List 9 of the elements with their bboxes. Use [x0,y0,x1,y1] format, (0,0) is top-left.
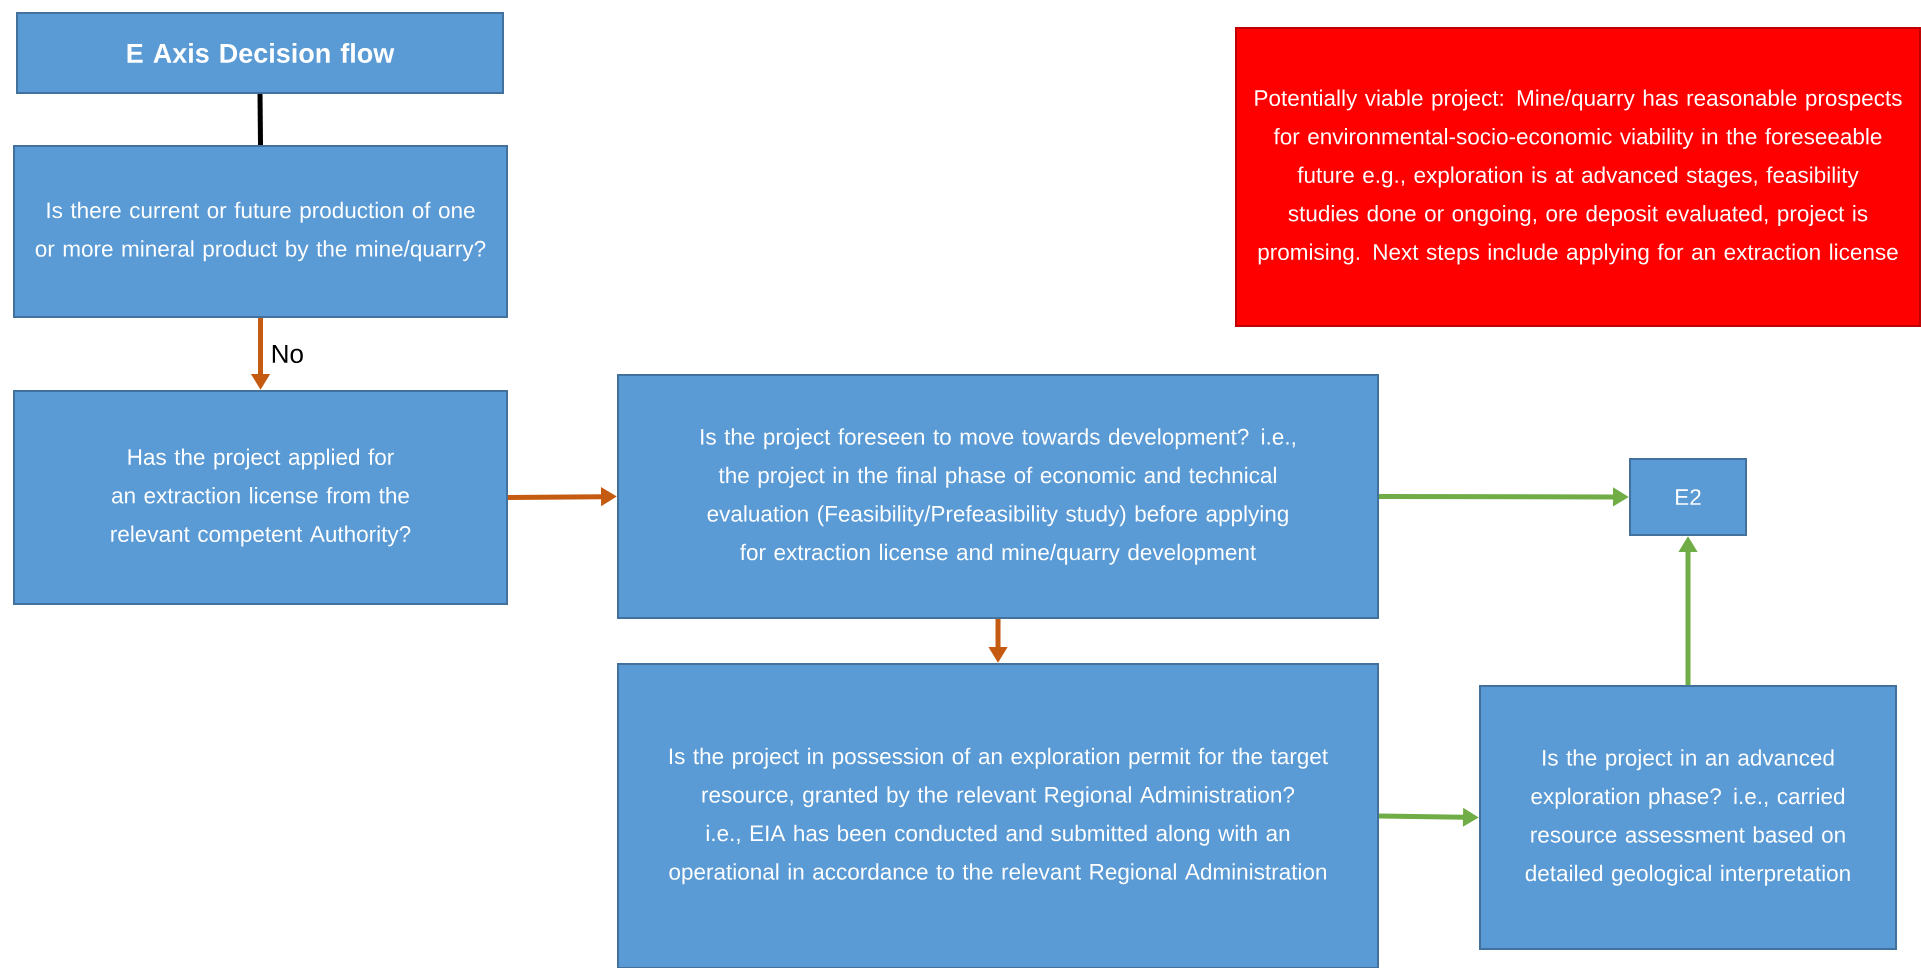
question-box: Is the project foreseen to move towards development? i.e., the project in the final phase of economic and technical evaluation (Feasibility/Prefeasibility study) before applying for extraction license and mine/quarry development [617,374,1379,619]
question-box: Is the project in an advanced exploration phase? i.e., carried resource assessment based on detailed geological interpretation [1479,685,1897,950]
note-box: Potentially viable project: Mine/quarry has reasonable prospects for environmental-socio-economic viability in the foreseeable future e.g., exploration is at advanced stages, feasibility studies done or ongoing, ore deposit evaluated, project is promising. Next steps include applying for an extraction license [1235,27,1921,327]
result-box: E2 [1629,458,1747,536]
question-box: Is the project in possession of an exploration permit for the target resource, granted by the relevant Regional Administration? i.e., EIA has been conducted and submitted along with an operational in accordance to the relevant Regional Administration [617,663,1379,968]
question-box: Is there current or future production of one or more mineral product by the mine/quarry? [13,145,508,318]
title-box: E Axis Decision flow [16,12,504,94]
question-box: Has the project applied for an extraction license from the relevant competent Authority? [13,390,508,605]
edge-label: No [272,344,303,364]
